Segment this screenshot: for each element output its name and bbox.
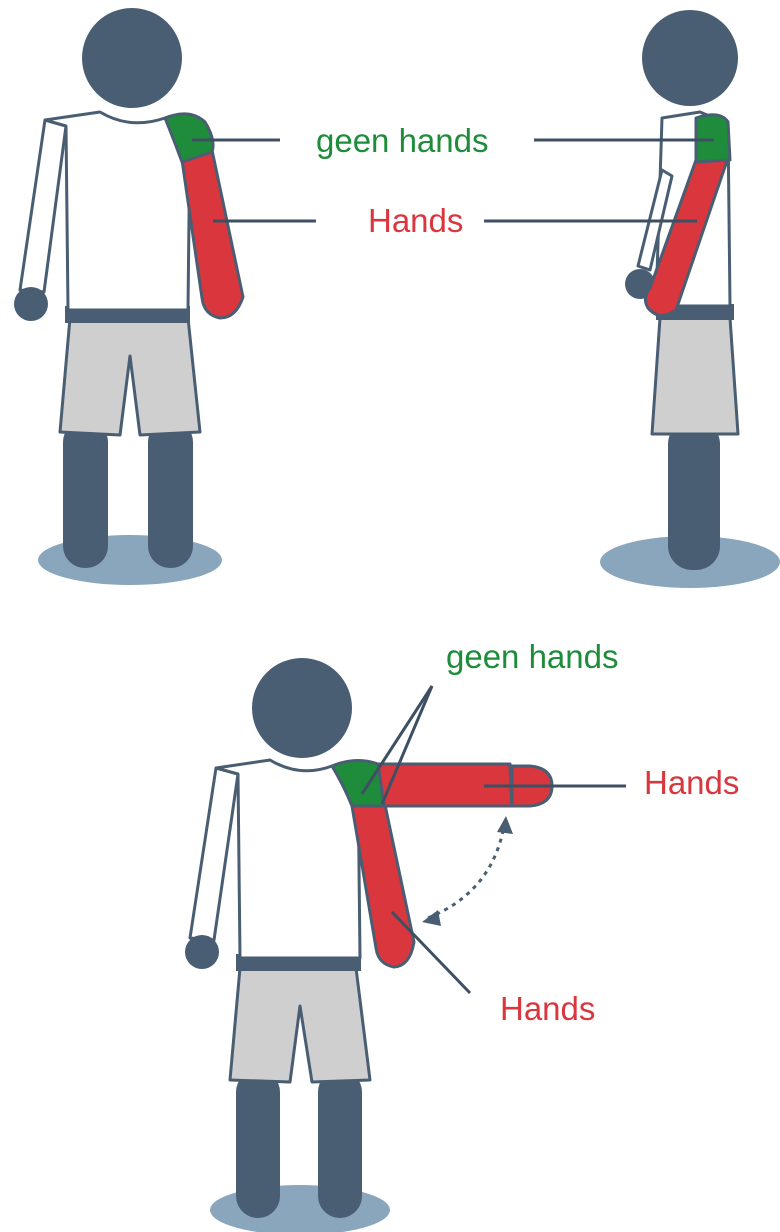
figure-front bbox=[14, 8, 243, 585]
green-shoulder bbox=[696, 115, 730, 162]
right-leg bbox=[148, 420, 193, 568]
left-arm bbox=[190, 768, 238, 940]
shorts bbox=[60, 318, 200, 435]
left-arm bbox=[20, 120, 66, 292]
left-leg bbox=[236, 1070, 280, 1218]
left-hand bbox=[185, 935, 219, 969]
shorts bbox=[652, 318, 738, 434]
label-shoulder-bottom: geen hands bbox=[446, 638, 619, 675]
left-hand bbox=[14, 287, 48, 321]
arrow-head-bottom bbox=[422, 910, 441, 926]
shirt bbox=[45, 112, 190, 310]
arrow-head-top bbox=[497, 816, 513, 834]
figure-raised bbox=[185, 658, 552, 1232]
head bbox=[252, 658, 352, 758]
left-leg bbox=[63, 420, 108, 568]
shorts bbox=[230, 968, 370, 1082]
label-arm-top: Hands bbox=[368, 202, 463, 239]
label-lowered-arm: Hands bbox=[500, 990, 595, 1027]
shirt bbox=[216, 760, 360, 958]
head bbox=[82, 8, 182, 108]
right-leg bbox=[318, 1070, 362, 1218]
label-raised-arm: Hands bbox=[644, 764, 739, 801]
leg bbox=[668, 420, 720, 570]
label-shoulder-top: geen hands bbox=[316, 122, 489, 159]
head bbox=[642, 10, 738, 106]
figure-side bbox=[600, 10, 780, 588]
rotation-arrow bbox=[428, 826, 504, 918]
red-upper-arm bbox=[182, 150, 243, 318]
